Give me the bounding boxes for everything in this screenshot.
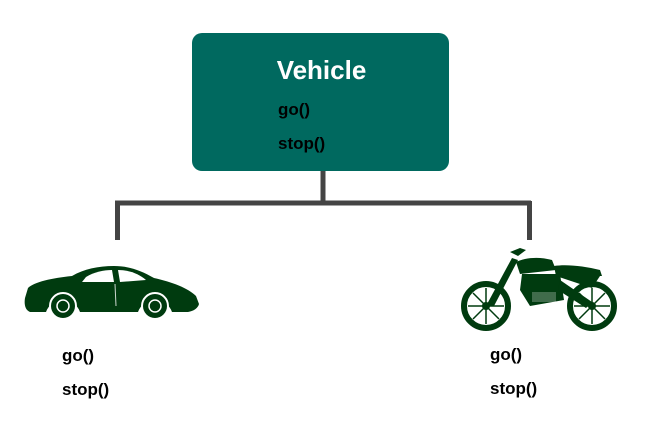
motorcycle-icon <box>461 248 617 331</box>
vehicle-method-go: go() <box>278 100 311 119</box>
car-method-go: go() <box>62 346 95 365</box>
car-method-stop: stop() <box>62 380 110 399</box>
vehicle-method-stop: stop() <box>278 134 326 153</box>
motorcycle-method-go: go() <box>490 345 523 364</box>
vehicle-class-title: Vehicle <box>276 55 367 85</box>
vehicle-class-box: Vehicle go() stop() <box>192 33 449 171</box>
car-icon <box>24 266 199 320</box>
motorcycle-method-stop: stop() <box>490 379 538 398</box>
